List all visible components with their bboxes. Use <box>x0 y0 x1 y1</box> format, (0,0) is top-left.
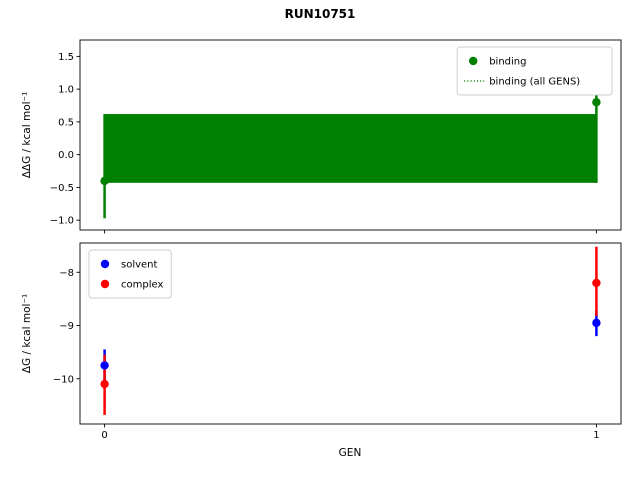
y-tick-label: 0.5 <box>58 117 74 128</box>
legend-item-label: binding <box>489 57 526 68</box>
dg-subplot: −10 −9 −8 0 1 ΔG / kcal mol⁻¹ solvent complex <box>21 242 622 441</box>
binding-point <box>592 98 601 107</box>
y-tick-label: −1.0 <box>50 216 74 227</box>
complex-point <box>100 379 109 389</box>
legend-item-label: solvent <box>121 260 158 271</box>
y-tick-label: −10 <box>53 374 74 385</box>
y-tick-label: −8 <box>59 268 74 279</box>
y-tick-label: −9 <box>59 321 74 332</box>
y-axis-label: ΔΔG / kcal mol⁻¹ <box>21 92 33 179</box>
binding-point <box>100 176 109 186</box>
legend-item-label: binding (all GENS) <box>489 77 580 88</box>
legend-box <box>88 249 172 299</box>
y-tick-label: 1.5 <box>58 52 74 63</box>
legend-item-label: complex <box>121 280 163 291</box>
y-tick-label: 0.0 <box>58 150 74 161</box>
x-axis-label: GEN <box>339 447 362 459</box>
figure-title: RUN10751 <box>285 7 356 21</box>
legend-marker-dot <box>100 259 110 269</box>
y-tick-label: −0.5 <box>50 183 74 194</box>
solvent-point <box>100 361 109 370</box>
y-axis-label: ΔG / kcal mol⁻¹ <box>21 294 33 373</box>
uncertainty-band <box>104 114 597 183</box>
legend-marker-dot <box>100 279 110 289</box>
solvent-point <box>592 318 601 328</box>
x-tick-label: 0 <box>101 430 107 441</box>
y-tick-label: 1.0 <box>58 85 74 96</box>
legend: binding binding (all GENS) <box>456 46 613 96</box>
legend: solvent complex <box>88 249 172 299</box>
legend-marker-dot <box>469 56 478 66</box>
legend-box <box>456 46 613 96</box>
x-tick-label: 1 <box>593 430 599 441</box>
complex-point <box>592 278 601 288</box>
